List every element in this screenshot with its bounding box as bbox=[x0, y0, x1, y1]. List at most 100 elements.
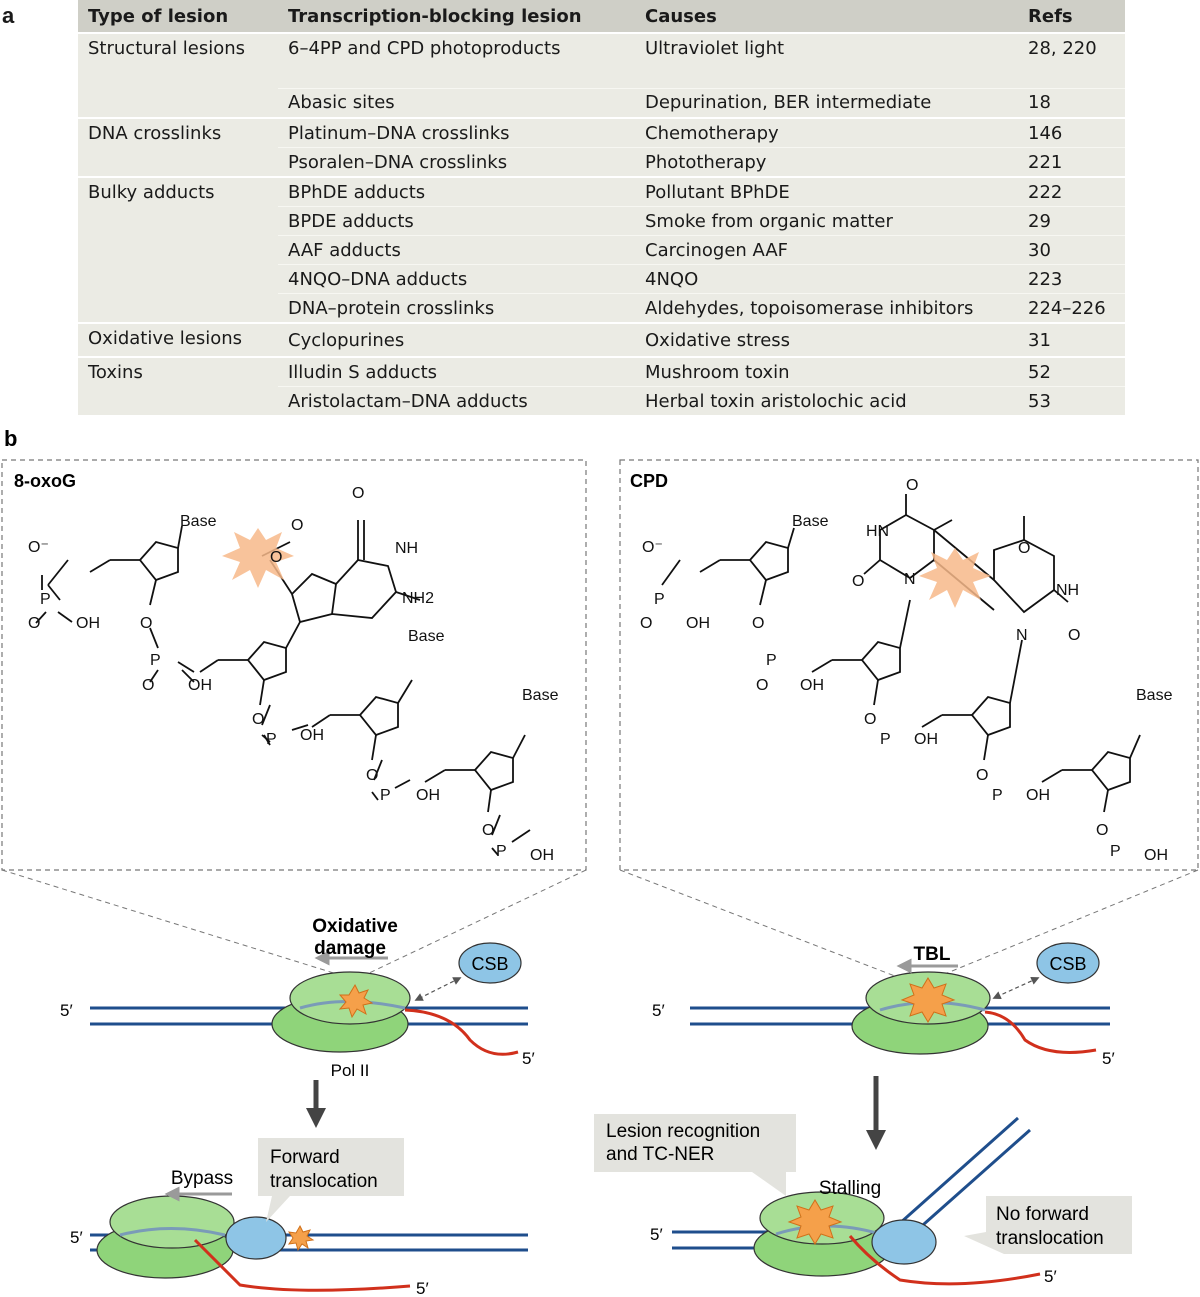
refs-cell: 31 bbox=[1018, 322, 1125, 357]
refs-cell: 28, 220 bbox=[1018, 32, 1125, 88]
atom-label: P bbox=[40, 591, 51, 608]
stalling-label: Stalling bbox=[819, 1178, 881, 1199]
atom-label: N bbox=[1016, 627, 1028, 644]
atom-label: P bbox=[150, 652, 161, 669]
refs-cell: 52 bbox=[1018, 356, 1125, 387]
oxoG-structure bbox=[35, 520, 531, 856]
col-header-lesion: Transcription-blocking lesion bbox=[278, 0, 635, 33]
atom-label: P bbox=[992, 787, 1003, 804]
col-header-refs: Refs bbox=[1018, 0, 1125, 33]
atom-label: O bbox=[864, 711, 876, 728]
cause-cell: Oxidative stress bbox=[635, 322, 1018, 357]
atom-label: O bbox=[1068, 627, 1080, 644]
lesion-cell: DNA–protein crosslinks bbox=[278, 293, 635, 323]
lesion-cell: AAF adducts bbox=[278, 235, 635, 265]
atom-label: P bbox=[880, 731, 891, 748]
cause-cell: 4NQO bbox=[635, 264, 1018, 294]
atom-label: O bbox=[756, 677, 768, 694]
atom-label: N bbox=[904, 571, 916, 588]
refs-cell: 221 bbox=[1018, 147, 1125, 177]
lesion-type-cell: DNA crosslinks bbox=[78, 117, 278, 177]
lesion-cell: Aristolactam–DNA adducts bbox=[278, 386, 635, 415]
lesion-cell: 6–4PP and CPD photoproducts bbox=[278, 32, 635, 88]
lesion-type-cell: Toxins bbox=[78, 356, 278, 415]
col-header-causes: Causes bbox=[635, 0, 1018, 33]
lesion-recognition-label: and TC-NER bbox=[606, 1144, 714, 1165]
lesion-table: Type of lesion Transcription-blocking le… bbox=[78, 0, 1125, 415]
right-structure-box bbox=[619, 459, 1199, 871]
refs-cell: 30 bbox=[1018, 235, 1125, 265]
atom-label: O bbox=[752, 615, 764, 632]
atom-label: O bbox=[252, 711, 264, 728]
atom-label: O bbox=[352, 485, 364, 502]
atom-label: O bbox=[640, 615, 652, 632]
atom-label: O bbox=[1018, 540, 1030, 557]
five-prime-label: 5′ bbox=[1102, 1049, 1115, 1068]
five-prime-label: 5′ bbox=[1044, 1267, 1057, 1286]
csb-protein bbox=[225, 1216, 287, 1260]
refs-cell: 146 bbox=[1018, 117, 1125, 148]
five-prime-label: 5′ bbox=[416, 1279, 429, 1297]
atom-label: O bbox=[976, 767, 988, 784]
cause-cell: Phototherapy bbox=[635, 147, 1018, 177]
cpd-structure bbox=[661, 494, 1141, 813]
table-row: AAF adducts Carcinogen AAF 30 bbox=[78, 235, 1125, 265]
atom-label: Base bbox=[1136, 687, 1173, 704]
lesion-cell: Abasic sites bbox=[278, 87, 635, 118]
csb-protein bbox=[1036, 942, 1100, 984]
refs-cell: 53 bbox=[1018, 386, 1125, 415]
cause-cell: Aldehydes, topoisomerase inhibitors bbox=[635, 293, 1018, 323]
atom-label: OH bbox=[416, 787, 440, 804]
atom-label: NH bbox=[395, 540, 418, 557]
atom-label: O bbox=[906, 477, 918, 494]
atom-label: O bbox=[270, 549, 282, 566]
cause-cell: Mushroom toxin bbox=[635, 356, 1018, 387]
panel-a-label: a bbox=[2, 3, 15, 28]
atom-label: NH2 bbox=[402, 590, 434, 607]
bypass-label: Bypass bbox=[171, 1168, 233, 1189]
atom-label: O⁻ bbox=[642, 539, 663, 556]
lesion-recognition-label: Lesion recognition bbox=[606, 1121, 760, 1142]
oxoG-atom-labels: Base O O O NH NH2 O⁻ P O OH O P O OH Bas… bbox=[28, 485, 559, 864]
cause-cell: Herbal toxin aristolochic acid bbox=[635, 386, 1018, 415]
panel-b-label: b bbox=[4, 426, 17, 451]
tbl-label: TBL bbox=[914, 944, 951, 965]
table-header-row: Type of lesion Transcription-blocking le… bbox=[78, 0, 1125, 33]
table-row: Abasic sites Depurination, BER intermedi… bbox=[78, 87, 1125, 118]
atom-label: P bbox=[496, 843, 507, 860]
right-zoom-line bbox=[619, 869, 901, 979]
right-top-scheme: TBL CSB 5′ 5′ bbox=[652, 942, 1115, 1150]
cause-cell: Ultraviolet light bbox=[635, 32, 1018, 88]
right-box-title: CPD bbox=[630, 471, 668, 491]
csb-protein bbox=[458, 942, 522, 984]
pol-ii-upper-lobe bbox=[109, 1195, 235, 1249]
oxidative-damage-label: damage bbox=[314, 938, 386, 959]
csb-interaction-arrow bbox=[992, 976, 1040, 1000]
no-forward-label: translocation bbox=[996, 1228, 1104, 1249]
table-row: Toxins Illudin S adducts Mushroom toxin … bbox=[78, 356, 1125, 415]
atom-label: Base bbox=[180, 513, 217, 530]
atom-label: OH bbox=[1144, 847, 1168, 864]
five-prime-label: 5′ bbox=[70, 1228, 83, 1247]
rna-transcript bbox=[848, 1235, 1041, 1286]
atom-label: O bbox=[142, 677, 154, 694]
left-box-title: 8-oxoG bbox=[14, 471, 76, 491]
right-bottom-scheme: Stalling Lesion recognition and TC-NER N… bbox=[594, 1114, 1132, 1286]
left-top-scheme: Oxidative damage CSB 5′ 5′ Pol II bbox=[60, 916, 535, 1128]
col-header-type: Type of lesion bbox=[78, 0, 278, 33]
atom-label: OH bbox=[300, 727, 324, 744]
atom-label: P bbox=[766, 652, 777, 669]
atom-label: HN bbox=[866, 523, 889, 540]
atom-label: Base bbox=[522, 687, 559, 704]
lesion-type-cell: Bulky adducts bbox=[78, 176, 278, 323]
lesion-cell: Cyclopurines bbox=[278, 322, 635, 357]
left-zoom-line bbox=[364, 869, 587, 976]
atom-label: O⁻ bbox=[28, 539, 49, 556]
five-prime-label: 5′ bbox=[60, 1001, 73, 1020]
lesion-cell: BPhDE adducts bbox=[278, 176, 635, 207]
rna-transcript bbox=[984, 1010, 1097, 1054]
lesion-recognition-callout bbox=[594, 1114, 796, 1196]
table-row: Bulky adducts BPhDE adducts Pollutant BP… bbox=[78, 176, 1125, 323]
five-prime-label: 5′ bbox=[522, 1049, 535, 1068]
five-prime-label: 5′ bbox=[652, 1001, 665, 1020]
